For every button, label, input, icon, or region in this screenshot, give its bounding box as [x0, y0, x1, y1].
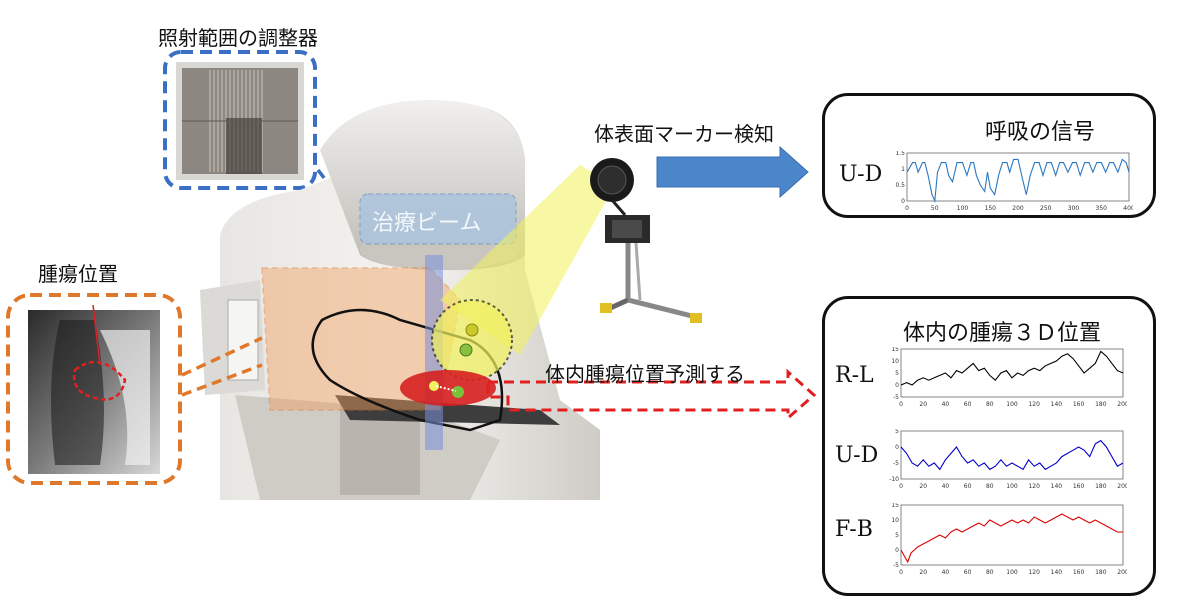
x-tick-label: 350 [1096, 205, 1108, 211]
x-tick-label: 140 [1051, 483, 1063, 489]
x-tick-label: 100 [957, 205, 969, 211]
y-tick-label: 15 [891, 347, 899, 353]
y-tick-label: 5 [895, 370, 899, 377]
x-tick-label: 0 [899, 569, 903, 575]
x-tick-label: 20 [919, 401, 927, 407]
x-tick-label: 160 [1073, 401, 1085, 407]
chart-frame [900, 504, 1124, 566]
x-tick-label: 20 [919, 483, 927, 489]
respiration-title: 呼吸の信号 [985, 120, 1096, 145]
tumor-point-1 [429, 381, 439, 391]
red-dashed-arrow [486, 368, 817, 422]
x-tick-label: 50 [931, 205, 939, 211]
blue-block-arrow [656, 145, 809, 199]
surface-marker-region [431, 299, 513, 381]
tumor-point-2 [452, 386, 464, 398]
x-tick-label: 180 [1095, 401, 1107, 407]
rl-axis-label: R-L [835, 363, 874, 388]
x-tick-label: 80 [986, 569, 994, 575]
y-tick-label: 10 [891, 517, 899, 524]
respiration-panel: 呼吸の信号 U-D 0 50 100 150 200 250 300 350 400 1.5 1 0.… [822, 93, 1156, 218]
respiration-chart: 0 50 100 150 200 250 300 350 400 1.5 1 0.5 0 [895, 151, 1133, 211]
y-tick-label: 0 [895, 382, 899, 389]
series-line [906, 158, 1130, 204]
ud-axis-label: U-D [835, 443, 879, 468]
surface-marker-label: 体表面マーカー検知 [594, 122, 774, 146]
series-line [900, 350, 1124, 386]
xray-photo [6, 293, 182, 485]
y-tick-label: 15 [891, 503, 899, 509]
x-tick-label: 180 [1095, 569, 1107, 575]
patient-body-overlay [261, 267, 504, 432]
y-tick-label: 0 [895, 444, 899, 451]
x-tick-label: 120 [1028, 401, 1040, 407]
x-tick-label: 140 [1051, 569, 1063, 575]
x-tick-label: 160 [1073, 483, 1085, 489]
y-tick-label: 0 [895, 547, 899, 554]
x-tick-label: 250 [1040, 205, 1052, 211]
x-tick-label: 40 [942, 401, 950, 407]
y-tick-label: 1.5 [895, 151, 905, 157]
x-tick-label: 200 [1117, 483, 1127, 489]
camera-on-stand-illustration [590, 158, 702, 323]
x-tick-label: 0 [899, 401, 903, 407]
x-tick-label: 180 [1095, 483, 1107, 489]
x-tick-label: 40 [942, 569, 950, 575]
y-tick-label: -5 [893, 394, 899, 401]
x-tick-label: 100 [1006, 569, 1018, 575]
y-tick-label: -5 [893, 562, 899, 569]
x-tick-label: 200 [1117, 569, 1127, 575]
y-tick-label: 5 [895, 429, 899, 435]
marker-point-2 [459, 343, 473, 357]
x-tick-label: 60 [964, 401, 972, 407]
y-tick-label: -5 [893, 460, 899, 467]
x-tick-label: 300 [1068, 205, 1080, 211]
marker-point-1 [465, 323, 479, 337]
chart-frame [900, 348, 1124, 398]
x-tick-label: 400 [1123, 205, 1133, 211]
x-tick-label: 100 [1006, 401, 1018, 407]
x-tick-label: 80 [986, 483, 994, 489]
series-line [900, 439, 1124, 471]
x-tick-label: 140 [1051, 401, 1063, 407]
y-tick-label: 0 [901, 198, 905, 205]
treatment-beam-box [359, 193, 517, 245]
y-tick-label: 0.5 [895, 182, 905, 189]
y-tick-label: 5 [895, 532, 899, 539]
collimator-label: 照射範囲の調整器 [158, 26, 318, 50]
y-tick-label: 1 [901, 166, 905, 173]
collimator-photo [163, 50, 317, 190]
predict-label: 体内腫瘍位置予測する [545, 362, 745, 386]
x-tick-label: 120 [1028, 483, 1040, 489]
ud-chart: 0 20 40 60 80 100 120 140 160 180 200 5 0 -5 -10 [889, 429, 1127, 489]
x-tick-label: 0 [899, 483, 903, 489]
x-tick-label: 200 [1117, 401, 1127, 407]
respiration-axis-label: U-D [839, 162, 883, 187]
tumor-position-label: 腫瘍位置 [38, 262, 118, 286]
x-tick-label: 60 [964, 483, 972, 489]
y-tick-label: 10 [891, 358, 899, 365]
x-tick-label: 100 [1006, 483, 1018, 489]
x-tick-label: 80 [986, 401, 994, 407]
x-tick-label: 200 [1012, 205, 1024, 211]
treatment-beam-label: 治療ビーム [372, 211, 482, 236]
x-tick-label: 40 [942, 483, 950, 489]
x-tick-label: 0 [905, 205, 909, 211]
chart-frame [900, 430, 1124, 480]
fb-axis-label: F-B [835, 517, 873, 542]
x-tick-label: 120 [1028, 569, 1040, 575]
series-line [900, 513, 1123, 564]
x-tick-label: 150 [985, 205, 997, 211]
x-tick-label: 20 [919, 569, 927, 575]
x-tick-label: 160 [1073, 569, 1085, 575]
tumor-pointer [181, 336, 263, 377]
y-tick-label: -10 [889, 476, 899, 483]
tumor-pointer-2 [181, 363, 263, 397]
position-title: 体内の腫瘍３Ｄ位置 [903, 321, 1102, 346]
x-tick-label: 60 [964, 569, 972, 575]
